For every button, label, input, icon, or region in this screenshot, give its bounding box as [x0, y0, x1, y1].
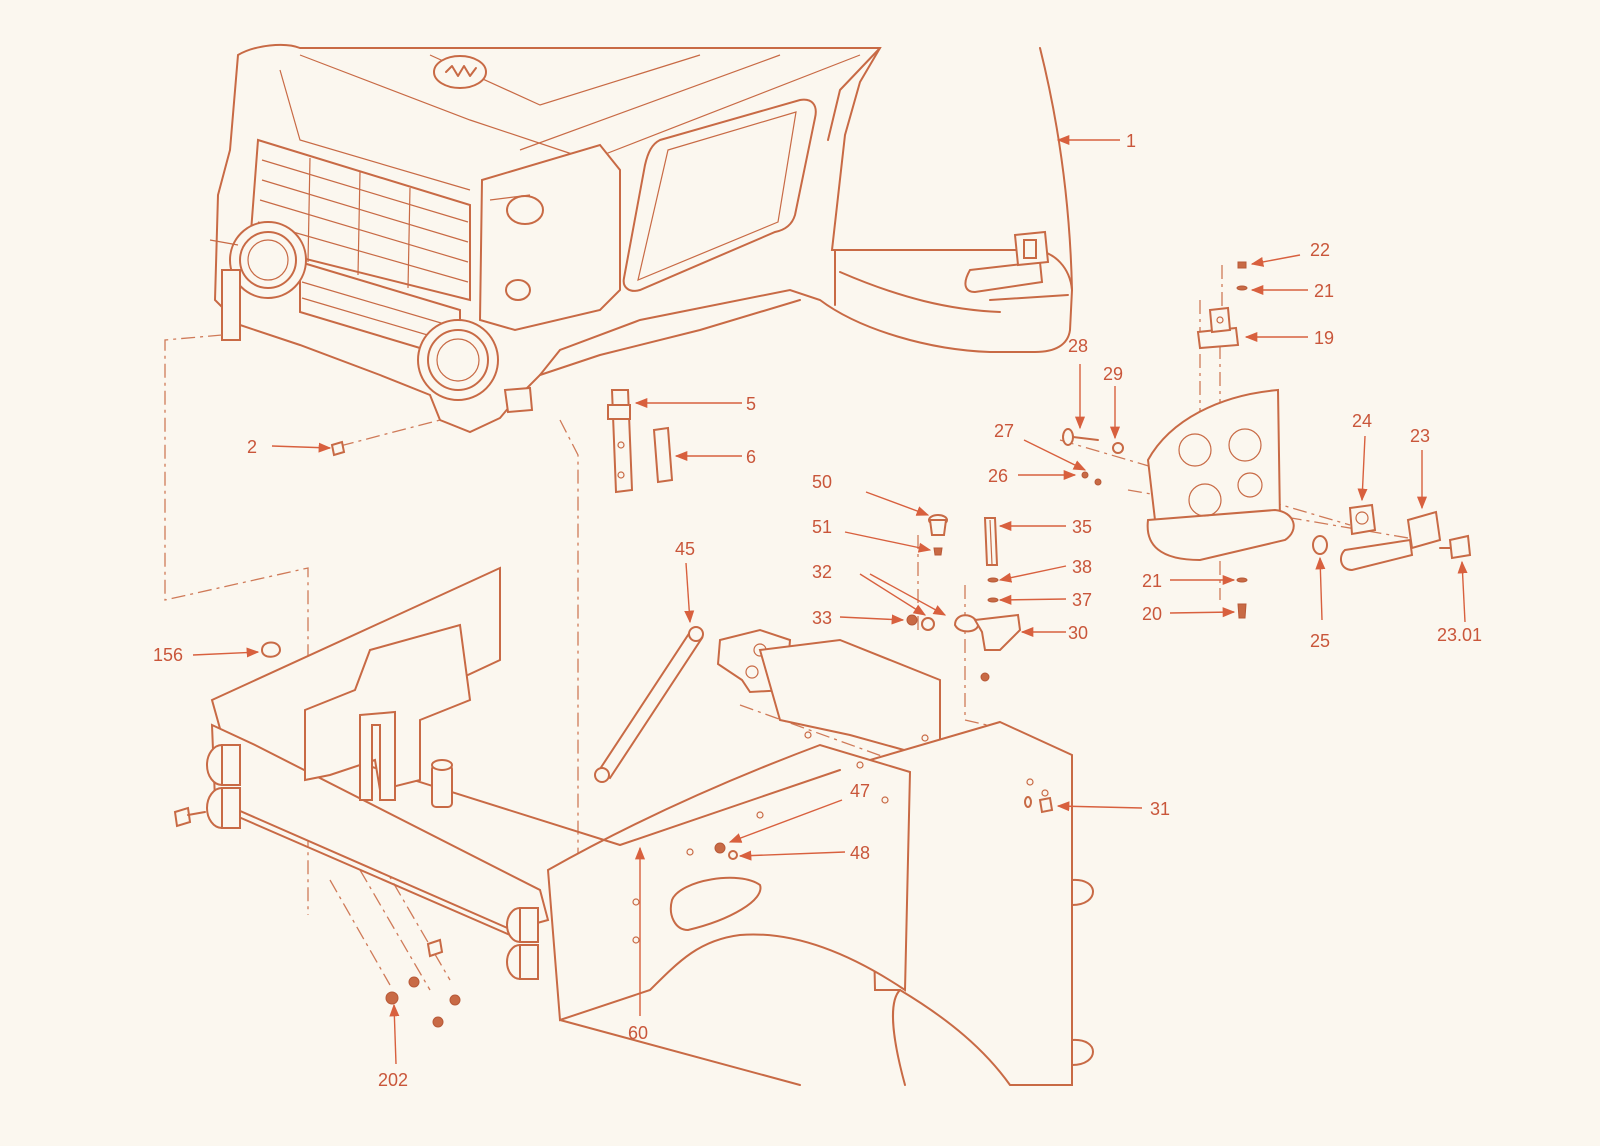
callout-20: 20	[1142, 604, 1162, 624]
inner-mount-plate	[304, 623, 472, 792]
callout-35: 35	[1072, 517, 1092, 537]
callout-156: 156	[153, 645, 183, 665]
latch-plate-19	[1196, 306, 1240, 350]
callout-21-top: 21	[1314, 281, 1334, 301]
callout-31: 31	[1150, 799, 1170, 819]
callout-37: 37	[1072, 590, 1092, 610]
callout-21-bottom: 21	[1142, 571, 1162, 591]
frame-fasteners	[173, 440, 1054, 1028]
callout-22: 22	[1310, 240, 1330, 260]
callout-19: 19	[1314, 328, 1334, 348]
callout-50: 50	[812, 472, 832, 492]
bushings	[206, 744, 539, 980]
frame-chassis	[206, 566, 1094, 1086]
callout-5: 5	[746, 394, 756, 414]
callout-27: 27	[994, 421, 1014, 441]
front-grille	[248, 138, 471, 362]
callout-29: 29	[1103, 364, 1123, 384]
mount-bracket-left	[221, 269, 241, 341]
callout-202: 202	[378, 1070, 408, 1090]
hood-handle	[964, 230, 1050, 294]
brand-emblem-mark	[445, 65, 477, 77]
callout-25: 25	[1310, 631, 1330, 651]
hinge-parts	[906, 514, 1022, 682]
callout-6: 6	[746, 447, 756, 467]
hinge-bracket-5	[607, 389, 634, 494]
fog-lamp-left	[229, 221, 307, 299]
callout-32: 32	[812, 562, 832, 582]
callout-60: 60	[628, 1023, 648, 1043]
callout-23: 23	[1410, 426, 1430, 446]
pin-28-29	[1062, 428, 1124, 486]
callout-26: 26	[988, 466, 1008, 486]
callout-47: 47	[850, 781, 870, 801]
latch-housing	[1146, 388, 1295, 562]
spacer-block-6	[652, 426, 674, 484]
callout-labels: 1 2 5 6 19 20 21 21 22 23 23.01 24 25 26…	[153, 131, 1482, 1090]
callout-23-01: 23.01	[1437, 625, 1482, 645]
side-window	[622, 98, 817, 292]
handle-assembly	[1312, 503, 1472, 572]
hood-assembly	[209, 43, 1074, 434]
callout-48: 48	[850, 843, 870, 863]
callout-2: 2	[247, 437, 257, 457]
fog-lamp-right	[417, 319, 499, 401]
callout-51: 51	[812, 517, 832, 537]
callout-24: 24	[1352, 411, 1372, 431]
callout-28: 28	[1068, 336, 1088, 356]
callout-38: 38	[1072, 557, 1092, 577]
small-fasteners	[1236, 261, 1248, 619]
callout-33: 33	[812, 608, 832, 628]
callout-45: 45	[675, 539, 695, 559]
leader-lines	[192, 134, 1468, 1065]
callout-30: 30	[1068, 623, 1088, 643]
callout-1: 1	[1126, 131, 1136, 151]
